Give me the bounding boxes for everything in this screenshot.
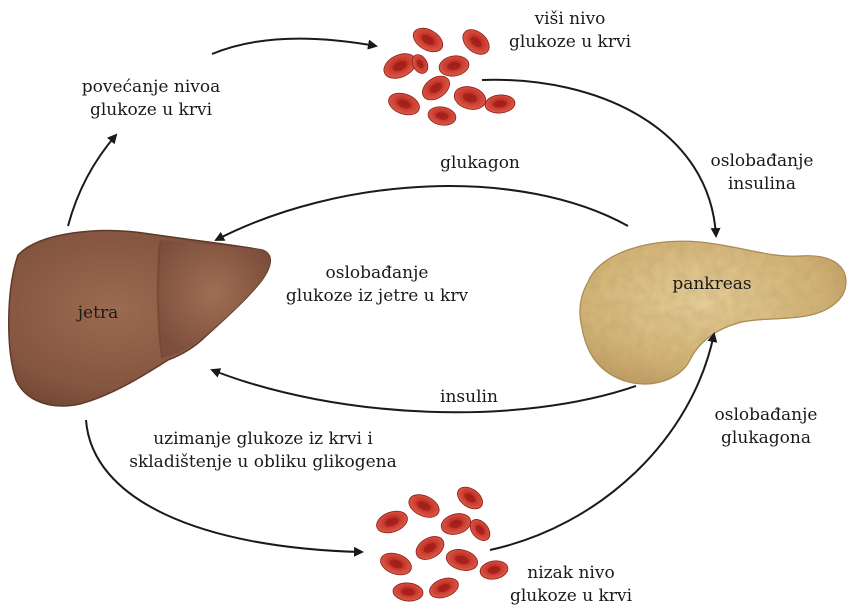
pancreas-illustration	[580, 241, 846, 384]
label-glucose-uptake: uzimanje glukoze iz krvi i skladištenje …	[118, 428, 408, 474]
blood-cell-high-4	[458, 25, 494, 60]
blood-cell-low-1	[374, 507, 411, 537]
arrow-liver-to-increase	[68, 135, 116, 226]
label-glucagon-release: oslobađanje glukagona	[706, 404, 826, 450]
blood-cell-high-3	[437, 54, 470, 79]
blood-cell-high-5	[386, 89, 423, 119]
label-high-glucose: viši nivo glukoze u krvi	[500, 8, 640, 54]
blood-cell-low-3	[439, 510, 473, 537]
blood-cells-low	[374, 483, 510, 603]
label-liver: jetra	[58, 302, 138, 325]
blood-cell-high-7	[452, 83, 489, 113]
arrow-glucagon-to-liver	[216, 186, 628, 240]
blood-cell-low-6	[412, 532, 448, 564]
blood-cell-low-5	[378, 549, 415, 579]
label-increase-glucose: povećanje nivoa glukoze u krvi	[76, 76, 226, 122]
blood-cell-low-9	[392, 582, 423, 603]
label-pancreas: pankreas	[662, 273, 762, 296]
label-insulin: insulin	[414, 386, 524, 409]
arrow-increase-to-high	[212, 39, 376, 54]
blood-cell-low-4	[453, 483, 486, 514]
label-glucagon: glukagon	[420, 152, 540, 175]
blood-cell-low-8	[479, 559, 510, 582]
label-glucose-release-from-liver: oslobađanje glukoze iz jetre u krv	[272, 262, 482, 308]
blood-cell-high-2	[409, 23, 447, 56]
blood-cell-low-2	[405, 490, 442, 522]
liver-left-lobe	[158, 240, 270, 358]
blood-cell-high-9	[427, 105, 458, 128]
blood-cell-high-8	[484, 94, 515, 115]
label-low-glucose: nizak nivo glukoze u krvi	[506, 562, 636, 608]
blood-cell-low-10	[427, 574, 461, 601]
blood-cells-high	[380, 23, 516, 127]
label-insulin-release: oslobađanje insulina	[702, 150, 822, 196]
liver-illustration	[9, 231, 271, 406]
blood-cell-low-7	[444, 546, 480, 574]
